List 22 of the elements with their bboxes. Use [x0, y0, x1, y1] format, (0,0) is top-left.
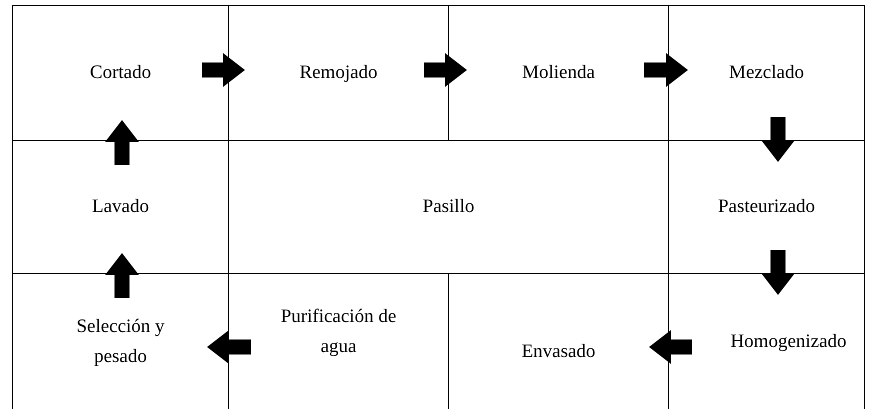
block-arrow: [644, 53, 688, 87]
area-label: Purificación de agua: [280, 304, 398, 359]
area-label: Remojado: [299, 60, 378, 85]
block-arrow: [105, 120, 139, 165]
block-arrow: [424, 53, 467, 87]
area-label: Lavado: [92, 194, 149, 219]
block-arrow: [105, 253, 139, 298]
area-label: Mezclado: [729, 60, 804, 85]
area-label: Envasado: [522, 340, 596, 364]
area-label: Selección y pesado: [75, 314, 166, 369]
area-label: Pasteurizado: [718, 194, 816, 219]
area-label: Pasillo: [422, 194, 474, 219]
block-arrow: [761, 250, 795, 295]
process-area: [668, 5, 865, 141]
block-arrow: [761, 117, 795, 162]
area-label: Cortado: [90, 60, 152, 85]
block-arrow: [202, 53, 245, 87]
block-arrow: [207, 330, 251, 364]
process-area: [12, 5, 229, 141]
area-label: Molienda: [522, 60, 595, 85]
block-arrow: [649, 330, 692, 364]
area-label: Homogenizado: [730, 330, 847, 354]
